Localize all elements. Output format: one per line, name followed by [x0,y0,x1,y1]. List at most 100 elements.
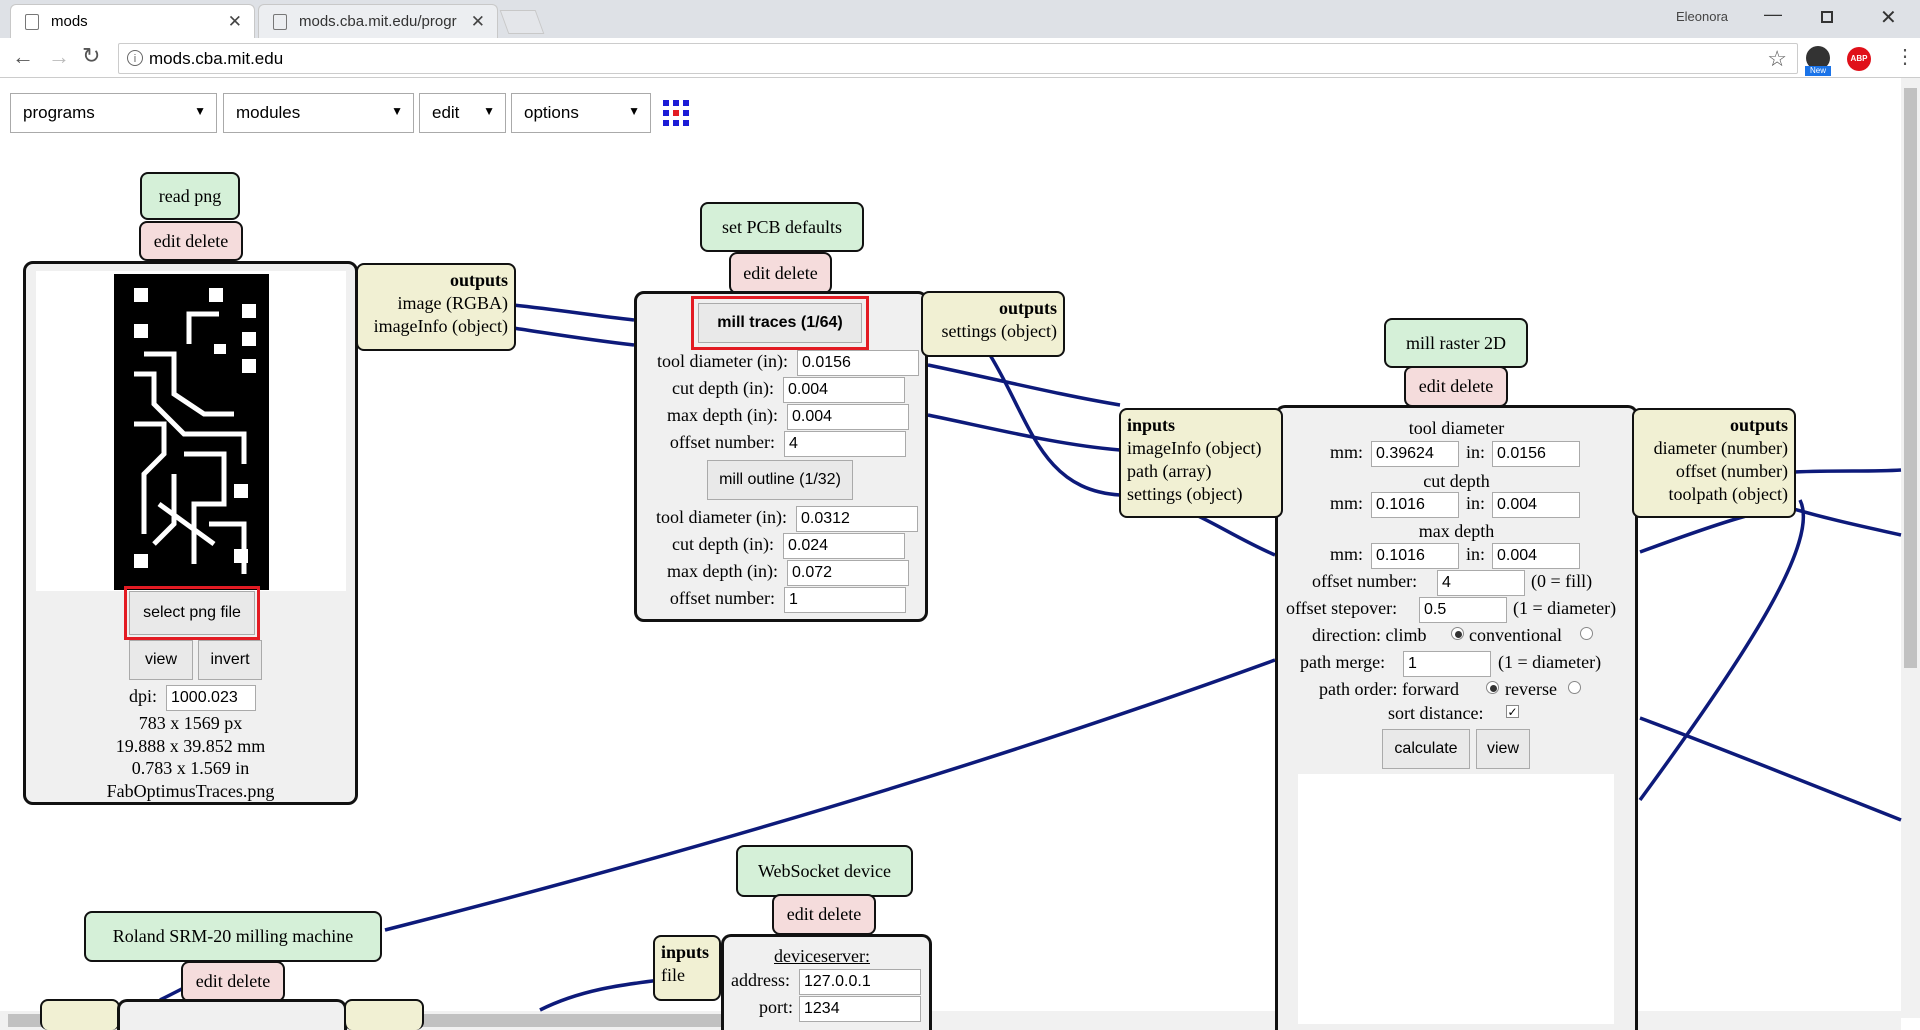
direction-conventional-label: conventional [1469,625,1562,645]
output-diameter[interactable]: diameter (number) [1653,438,1788,458]
cd-in-label: in: [1466,493,1486,513]
input-settings[interactable]: settings (object) [1127,484,1243,504]
offset-number-input[interactable]: 4 [1437,570,1525,596]
programs-label: programs [23,103,95,122]
path-merge-input[interactable]: 1 [1403,651,1491,677]
path-order-forward-radio[interactable] [1486,681,1499,694]
output-offset[interactable]: offset (number) [1675,461,1788,481]
mill-outline-button[interactable]: mill outline (1/32) [707,460,853,500]
outline-max-depth-input[interactable]: 0.072 [787,560,909,586]
read-png-module: select png file view invert dpi: 1000.02… [23,261,358,805]
websocket-edit-delete[interactable]: edit delete [772,894,876,935]
options-label: options [524,103,579,122]
roland-title[interactable]: Roland SRM-20 milling machine [84,911,382,962]
roland-inputs[interactable] [40,999,120,1030]
calculate-button[interactable]: calculate [1382,729,1470,769]
forward-icon[interactable]: → [48,44,70,69]
mill-raster-outputs[interactable]: outputs diameter (number) offset (number… [1632,408,1796,518]
input-path[interactable]: path (array) [1127,461,1212,481]
direction-climb-radio[interactable] [1451,627,1464,640]
minimize-icon[interactable]: — [1764,4,1782,24]
read-png-title[interactable]: read png [140,172,240,220]
view-button[interactable]: view [129,640,193,680]
offset-stepover-input[interactable]: 0.5 [1419,597,1507,623]
vertical-scroll-thumb[interactable] [1904,88,1917,668]
bookmark-star-icon[interactable]: ☆ [1767,46,1787,71]
view-button[interactable]: view [1476,729,1530,769]
outputs-title: outputs [998,298,1057,318]
reload-icon[interactable]: ↻ [82,43,101,68]
close-icon[interactable]: ✕ [227,12,242,31]
traces-cut-depth-input[interactable]: 0.004 [783,377,905,403]
pcb-defaults-edit-delete[interactable]: edit delete [729,252,832,294]
outline-max-depth-label: max depth (in): [667,561,778,581]
pcb-defaults-outputs[interactable]: outputs settings (object) [921,291,1065,357]
address-bar-area [0,38,1920,78]
roland-outputs[interactable] [344,999,424,1030]
wire-imageinfo [512,326,635,347]
tab-mods-programs[interactable]: mods.cba.mit.edu/progr ✕ [258,4,498,38]
tool-diameter-in-input[interactable]: 0.0156 [1492,441,1580,467]
outline-cut-depth-input[interactable]: 0.024 [783,533,905,559]
info-icon[interactable]: i [127,50,143,66]
sort-distance-label: sort distance: [1388,703,1484,723]
tool-diameter-mm-input[interactable]: 0.39624 [1371,441,1459,467]
output-settings[interactable]: settings (object) [941,321,1057,341]
path-order-reverse-radio[interactable] [1568,681,1581,694]
websocket-inputs[interactable]: inputs file [653,935,721,1001]
max-depth-mm-input[interactable]: 0.1016 [1371,543,1459,569]
outline-tool-diameter-input[interactable]: 0.0312 [796,506,918,532]
tab-label: mods.cba.mit.edu/progr [299,13,457,30]
modules-menu[interactable]: modules▼ [223,93,414,133]
edit-menu[interactable]: edit▼ [419,93,506,133]
close-icon[interactable]: ✕ [470,12,485,31]
mill-traces-button[interactable]: mill traces (1/64) [698,303,862,343]
websocket-title[interactable]: WebSocket device [736,845,913,897]
invert-button[interactable]: invert [198,640,262,680]
traces-tool-diameter-input[interactable]: 0.0156 [797,350,919,376]
adblock-icon[interactable]: ABP [1847,47,1871,71]
path-order-reverse-label: reverse [1505,679,1557,699]
browser-menu-icon[interactable]: ⋮ [1895,46,1915,68]
profile-name[interactable]: Eleonora [1676,9,1729,24]
cut-depth-in-input[interactable]: 0.004 [1492,492,1580,518]
options-menu[interactable]: options▼ [511,93,651,133]
tab-mods[interactable]: mods ✕ [10,4,255,38]
programs-menu[interactable]: programs▼ [10,93,217,133]
wire-out-d [1639,716,1902,822]
address-input[interactable]: 127.0.0.1 [799,969,921,995]
image-filename: FabOptimusTraces.png [106,781,275,801]
pcb-defaults-title[interactable]: set PCB defaults [700,202,864,252]
mill-raster-inputs[interactable]: inputs imageInfo (object) path (array) s… [1119,408,1283,518]
back-icon[interactable]: ← [12,44,34,69]
traces-max-depth-input[interactable]: 0.004 [787,404,909,430]
image-size-in: 0.783 x 1.569 in [131,758,250,778]
cut-depth-mm-input[interactable]: 0.1016 [1371,492,1459,518]
max-depth-in-input[interactable]: 0.004 [1492,543,1580,569]
dpi-input[interactable]: 1000.023 [166,685,256,711]
url-input[interactable]: i mods.cba.mit.edu ☆ [118,43,1798,74]
input-file[interactable]: file [661,965,685,985]
outline-offset-number-input[interactable]: 1 [784,587,906,613]
read-png-outputs[interactable]: outputs image (RGBA) imageInfo (object) [356,263,516,351]
sort-distance-checkbox[interactable]: ✓ [1506,705,1519,719]
input-imageinfo[interactable]: imageInfo (object) [1127,438,1262,458]
direction-conventional-radio[interactable] [1580,627,1593,640]
window-close-icon[interactable]: ✕ [1880,7,1897,29]
select-png-file-button[interactable]: select png file [129,591,255,635]
output-image-rgba[interactable]: image (RGBA) [397,293,508,313]
mods-logo-icon[interactable] [663,100,689,126]
restore-icon[interactable] [1821,11,1833,23]
vertical-scrollbar[interactable] [1901,78,1920,1018]
output-toolpath[interactable]: toolpath (object) [1668,484,1788,504]
mill-raster-edit-delete[interactable]: edit delete [1404,366,1508,407]
traces-offset-number-input[interactable]: 4 [784,431,906,457]
direction-label: direction: climb [1312,625,1427,645]
mill-raster-title[interactable]: mill raster 2D [1384,318,1528,368]
port-input[interactable]: 1234 [799,996,921,1022]
wire-image-rgba [512,303,635,322]
wire-websocket-input [539,978,661,1012]
roland-edit-delete[interactable]: edit delete [181,961,285,1002]
output-imageinfo[interactable]: imageInfo (object) [373,316,508,336]
read-png-edit-delete[interactable]: edit delete [139,221,243,261]
